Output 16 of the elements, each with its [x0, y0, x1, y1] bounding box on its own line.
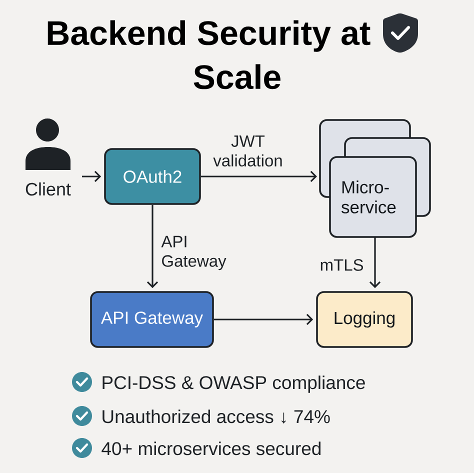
edge-label: API Gateway [160, 234, 230, 272]
process-box: Logging [316, 291, 413, 348]
list-item-text: 40+ microservices secured [102, 442, 320, 456]
process-box: OAuth2 [104, 148, 201, 205]
edge-label: mTLS [318, 258, 365, 272]
arrow [369, 237, 381, 288]
title: Backend Security at Scale [48, 20, 370, 90]
list-item-text: Unauthorized access ↓ 74% [102, 410, 330, 424]
arrow [214, 314, 314, 326]
edge-label: JWT validation [211, 134, 285, 168]
arrow [200, 170, 317, 182]
process-box: API Gateway [90, 291, 214, 348]
list-item-text: PCI-DSS & OWASP compliance [102, 376, 365, 393]
arrow [146, 204, 158, 288]
arrow [82, 170, 102, 182]
node-caption: Client [26, 182, 71, 196]
